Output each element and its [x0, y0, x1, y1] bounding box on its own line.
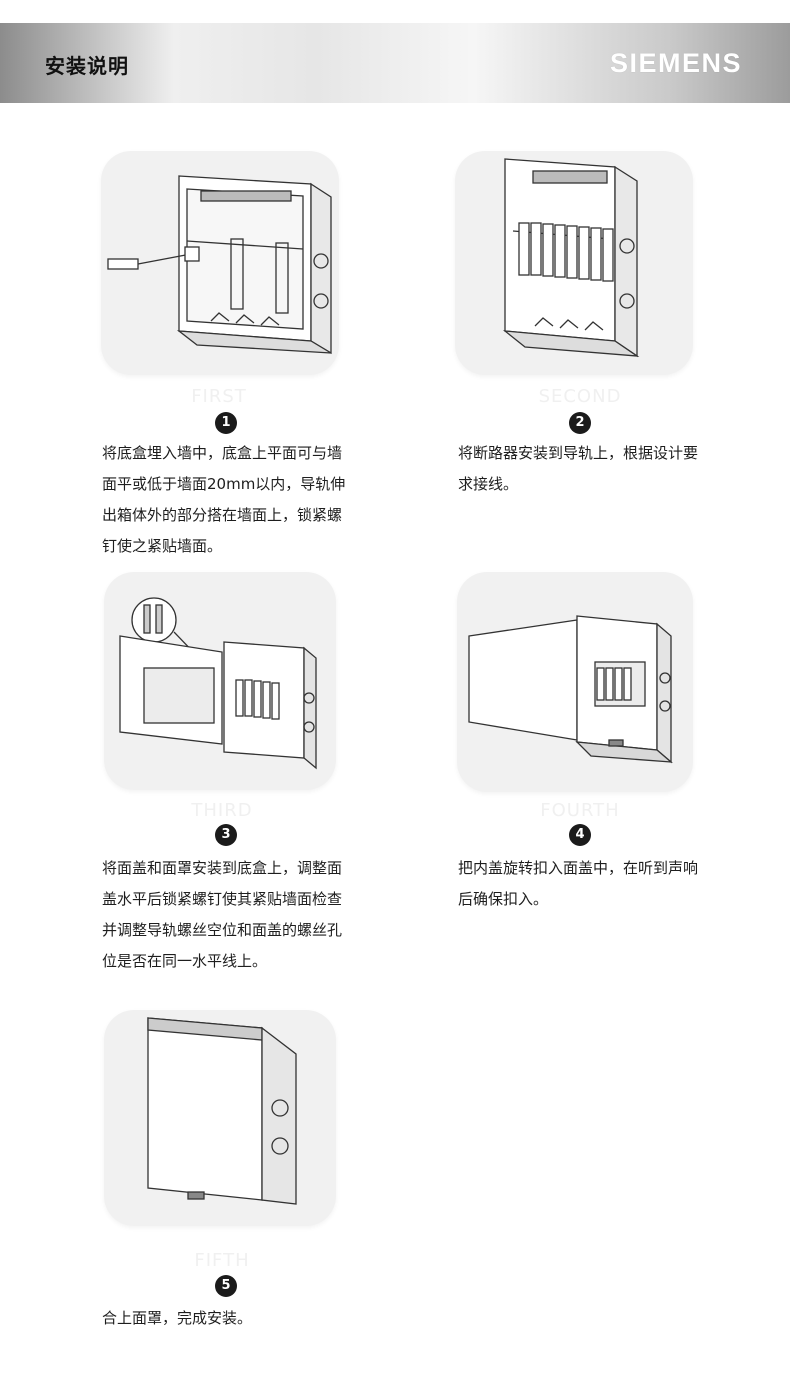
step-2-label: SECOND [462, 386, 698, 407]
page-title: 安装说明 [45, 50, 129, 79]
step-1-description: 将底盒埋入墙中，底盒上平面可与墙面平或低于墙面20mm以内，导轨伸出箱体外的部分… [102, 438, 352, 562]
step-1-image [101, 151, 339, 375]
step-2-image [455, 151, 693, 375]
step-4-label: FOURTH [462, 800, 698, 821]
step-3-number-badge: 3 [215, 824, 237, 846]
step-3-label: THIRD [104, 800, 340, 821]
step-5-image [104, 1010, 336, 1226]
box-with-breakers-icon [455, 151, 693, 375]
step-4-number-badge: 4 [569, 824, 591, 846]
step-5-number-badge: 5 [215, 1275, 237, 1297]
step-4-image [457, 572, 693, 792]
closed-box-icon [104, 1010, 336, 1226]
step-1-number-badge: 1 [215, 412, 237, 434]
step-2-description: 将断路器安装到导轨上，根据设计要求接线。 [458, 438, 708, 500]
page-header: 安装说明 SIEMENS [0, 23, 790, 103]
brand-logo: SIEMENS [610, 48, 742, 79]
step-5-description: 合上面罩，完成安装。 [102, 1303, 352, 1334]
step-2-number-badge: 2 [569, 412, 591, 434]
box-with-screwdriver-icon [101, 151, 339, 375]
box-with-cover-and-detail-icon [104, 572, 336, 790]
box-with-open-door-icon [457, 572, 693, 792]
step-5-label: FIFTH [104, 1250, 340, 1271]
step-3-image [104, 572, 336, 790]
step-4-description: 把内盖旋转扣入面盖中，在听到声响后确保扣入。 [458, 853, 708, 915]
step-3-description: 将面盖和面罩安装到底盒上，调整面盖水平后锁紧螺钉使其紧贴墙面检查并调整导轨螺丝空… [102, 853, 352, 977]
step-1-label: FIRST [101, 386, 337, 407]
